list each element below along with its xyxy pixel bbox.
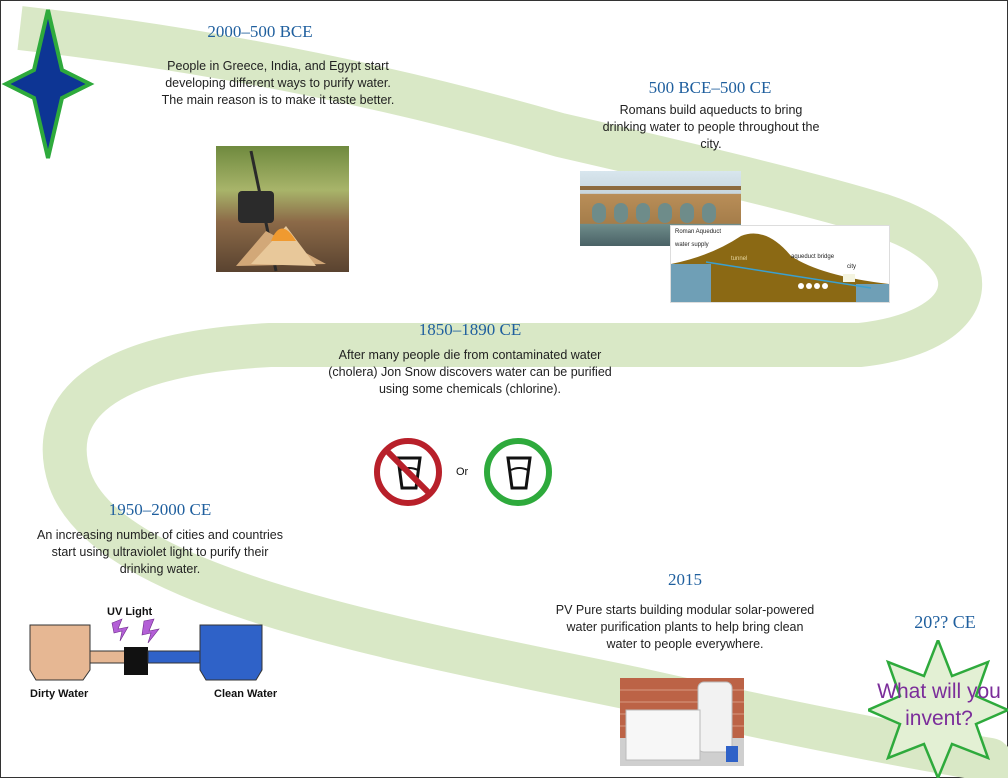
or-label: Or xyxy=(456,466,469,478)
aqueduct-photo xyxy=(580,171,741,246)
event-period-3: 1850–1890 CE xyxy=(418,320,522,339)
pv-pure-plant-photo xyxy=(620,678,744,766)
event-period-6: 20?? CE xyxy=(914,612,976,632)
event-period-5: 2015 xyxy=(668,570,702,589)
what-will-you-invent-text: What will you invent? xyxy=(877,680,1001,730)
aqueduct-bridge-label: aqueduct bridge xyxy=(791,254,835,260)
event-text-3: After many people die from contaminated … xyxy=(328,348,612,396)
aqueduct-diagram-title: Roman Aqueduct xyxy=(675,229,722,235)
clean-water-label: Clean Water xyxy=(214,688,278,700)
aqueduct-water-supply-label: water supply xyxy=(675,242,709,248)
dirty-water-label: Dirty Water xyxy=(30,688,89,700)
aqueduct-diagram: Roman Aqueduct water supply tunnel aqued… xyxy=(670,225,890,303)
start-star-icon xyxy=(1,9,95,159)
aqueduct-city-label: city xyxy=(847,264,856,270)
event-period-1: 2000–500 BCE xyxy=(207,22,313,41)
invention-burst-star xyxy=(868,640,1008,778)
aqueduct-tunnel-label: tunnel xyxy=(731,256,748,262)
event-text-1: People in Greece, India, and Egypt start… xyxy=(161,59,395,107)
no-dirty-water-icon xyxy=(374,438,442,506)
event-text-4: An increasing number of cities and count… xyxy=(37,528,283,576)
event-text-5: PV Pure starts building modular solar-po… xyxy=(555,603,815,651)
event-text-2: Romans build aqueducts to bring drinking… xyxy=(602,103,820,151)
campfire-photo xyxy=(216,146,349,272)
uv-purification-diagram xyxy=(29,618,263,681)
clean-water-icon xyxy=(484,438,552,506)
uv-light-label: UV Light xyxy=(107,606,153,618)
event-period-2: 500 BCE–500 CE xyxy=(648,78,772,97)
event-period-4: 1950–2000 CE xyxy=(108,500,212,519)
